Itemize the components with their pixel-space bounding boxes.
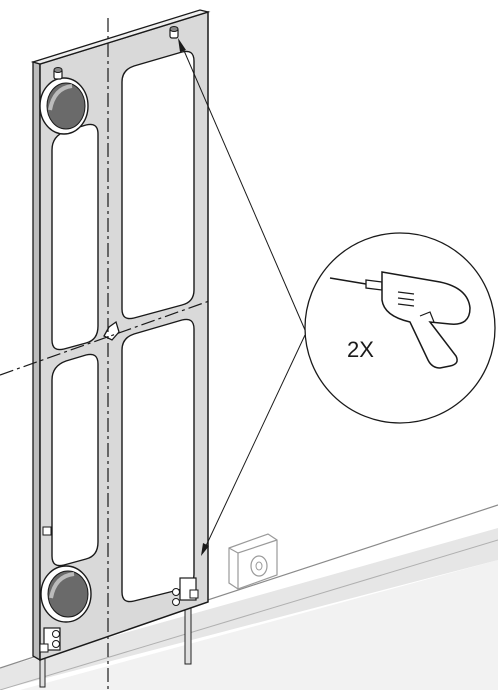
clip-left: [42, 526, 52, 536]
cutout-right-upper: [121, 50, 195, 320]
mounting-frame: [30, 9, 211, 662]
bolt-top-right: [169, 26, 179, 39]
cutout-left-upper: [51, 123, 99, 351]
cutout-right-lower: [121, 318, 195, 603]
callout-circle: [304, 232, 496, 424]
center-marker: [103, 320, 120, 341]
bracket-bottom-left: [39, 627, 61, 653]
wall-socket-box: [228, 533, 278, 590]
pipe-hole-bottom: [40, 565, 92, 623]
pipe-hole-top: [39, 77, 89, 135]
quantity-label: 2X: [347, 337, 374, 362]
center-lines: [0, 18, 213, 690]
drill-icon: [329, 271, 471, 369]
bracket-bottom-right: [172, 577, 199, 606]
drill-point-arrows: [178, 38, 306, 556]
cutout-left-lower: [51, 353, 99, 567]
bolt-top-left: [53, 67, 63, 80]
